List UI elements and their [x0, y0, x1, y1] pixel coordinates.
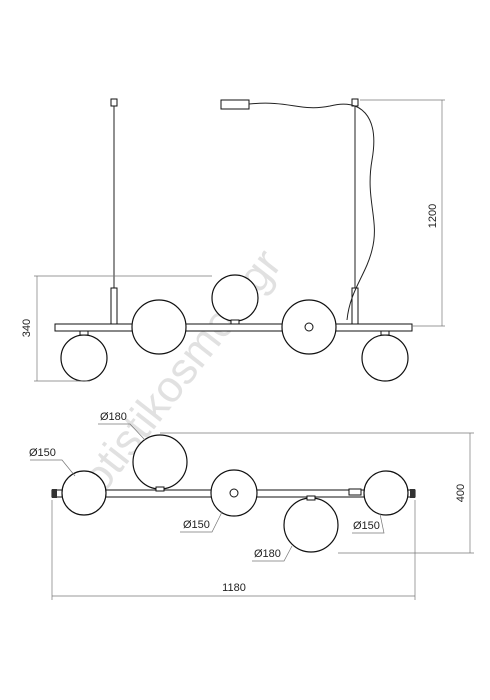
- leader-bottom-180: [252, 545, 293, 562]
- label-bottom-180: Ø180: [254, 548, 281, 560]
- top-globe-right: [363, 470, 409, 516]
- driver-box: [220, 99, 250, 110]
- side-view: 1200 340: [21, 98, 445, 382]
- side-globe-2: [131, 299, 187, 355]
- power-cable: [248, 102, 375, 321]
- side-globe-5: [361, 334, 409, 382]
- top-globe-bottom-cap: [306, 495, 316, 501]
- side-globe-5-cap: [380, 330, 390, 336]
- top-globe-right-cap: [348, 488, 362, 496]
- side-globe-1-cap: [79, 330, 89, 336]
- dim-height-body: 340: [21, 319, 33, 337]
- leader-left-150: [30, 459, 76, 477]
- top-globe-top-cap: [155, 486, 165, 492]
- top-bar-end-right: [410, 489, 415, 498]
- label-top-180: Ø180: [100, 411, 127, 423]
- side-globe-3: [211, 274, 259, 322]
- top-globe-mid-joint: [229, 488, 239, 498]
- top-globe-top: [132, 434, 188, 490]
- leader-right-150: [352, 513, 385, 534]
- ceiling-anchor-left: [110, 98, 118, 107]
- wire-grip-left: [110, 287, 118, 327]
- leader-mid-150: [180, 511, 223, 533]
- dim-height-total: 1200: [427, 204, 439, 228]
- leader-top-180: [98, 423, 146, 441]
- label-mid-150: Ø150: [183, 519, 210, 531]
- label-right-150: Ø150: [353, 520, 380, 532]
- dim-width-total: 1180: [222, 582, 246, 594]
- dim-depth-total: 400: [455, 484, 467, 502]
- side-globe-3-cap: [230, 319, 240, 325]
- label-left-150: Ø150: [29, 447, 56, 459]
- side-globe-4-joint: [304, 322, 314, 332]
- side-globe-1: [60, 334, 108, 382]
- top-bar-end-left: [52, 489, 57, 498]
- top-globe-left: [61, 470, 107, 516]
- wire-grip-right: [351, 287, 359, 327]
- top-globe-bottom: [283, 497, 339, 553]
- side-bar: [54, 323, 413, 332]
- top-view: Ø150 Ø180 Ø150 Ø180 Ø150 400 1180: [29, 411, 474, 600]
